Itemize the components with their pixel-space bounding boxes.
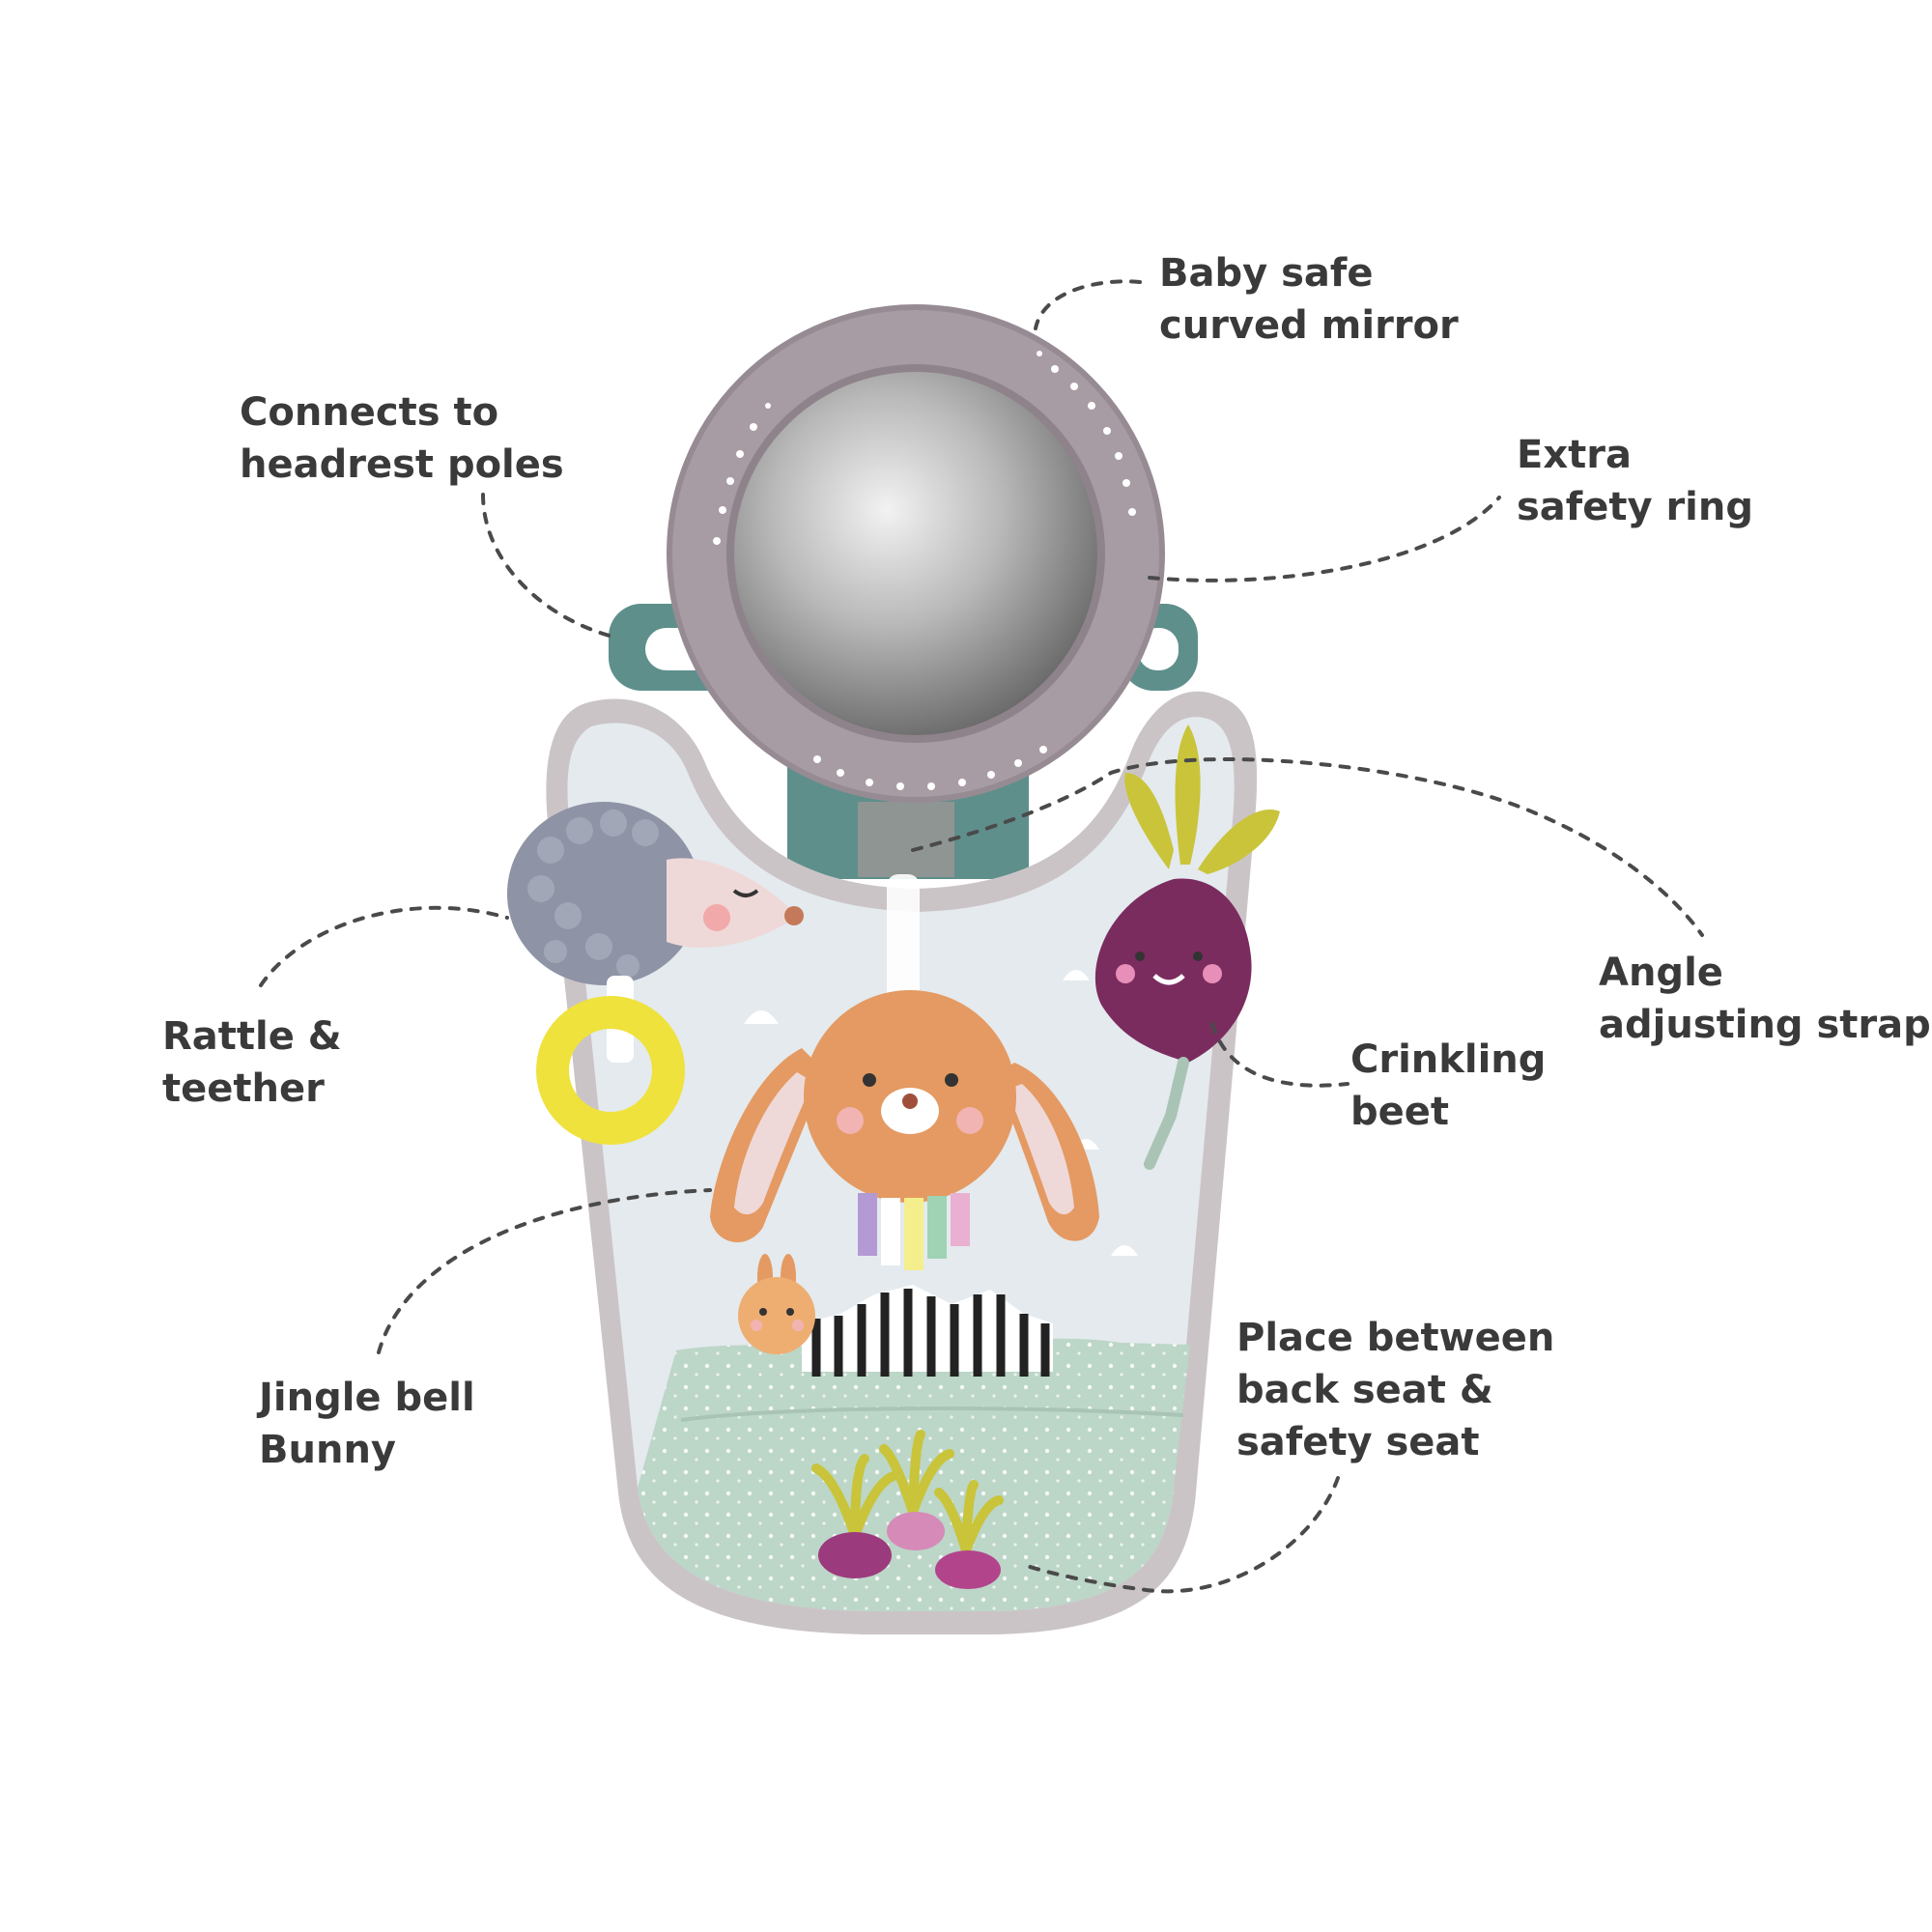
label-beet: Crinkling beet bbox=[1350, 1037, 1547, 1134]
beet-toy bbox=[1094, 724, 1280, 1170]
leader-seat bbox=[1022, 1476, 1340, 1594]
leader-ring bbox=[1148, 496, 1501, 582]
label-strap: Angle adjusting strap bbox=[1599, 951, 1931, 1047]
leader-headrest bbox=[481, 493, 618, 639]
leader-lines bbox=[259, 279, 1704, 1594]
mirror bbox=[667, 304, 1165, 803]
striped-panel bbox=[802, 1285, 1053, 1377]
beet-prints bbox=[811, 1430, 1004, 1589]
small-bunny-print bbox=[738, 1254, 815, 1354]
label-rattle: Rattle & teether bbox=[162, 1014, 342, 1111]
leader-rattle bbox=[259, 905, 509, 987]
hedgehog-rattle bbox=[507, 802, 804, 1145]
label-mirror: Baby safe curved mirror bbox=[1159, 251, 1459, 348]
label-bunny: Jingle bell Bunny bbox=[259, 1376, 475, 1472]
bunny-plush bbox=[710, 990, 1099, 1270]
label-ring: Extra safety ring bbox=[1517, 433, 1753, 529]
label-seat: Place between back seat & safety seat bbox=[1236, 1316, 1555, 1464]
leader-mirror bbox=[1034, 279, 1142, 330]
leader-bunny bbox=[377, 1188, 712, 1354]
label-headrest: Connects to headrest poles bbox=[240, 390, 564, 487]
leader-strap bbox=[911, 756, 1704, 937]
leader-beet bbox=[1210, 1022, 1350, 1088]
